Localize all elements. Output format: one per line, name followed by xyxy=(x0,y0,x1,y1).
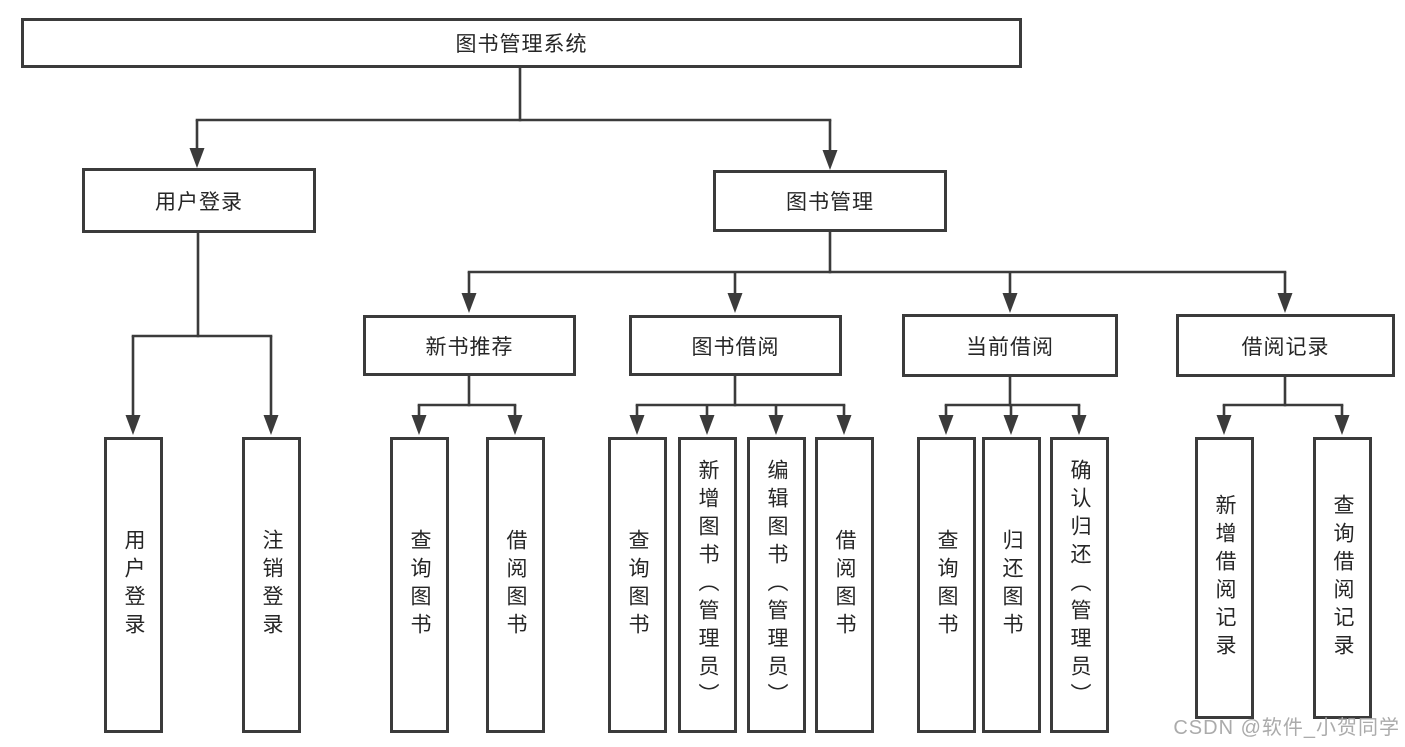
leaf-borrow-query-books-label: 查询图书 xyxy=(626,529,649,641)
leaf-newbook-borrow-books-label: 借阅图书 xyxy=(504,529,527,641)
leaf-borrow-borrow-books: 借阅图书 xyxy=(815,437,874,733)
connector-current-to-leaves xyxy=(938,377,1087,435)
node-borrow-records: 借阅记录 xyxy=(1176,314,1395,377)
leaf-logout-label: 注销登录 xyxy=(260,529,283,641)
leaf-newbook-query-books: 查询图书 xyxy=(390,437,449,733)
leaf-current-query-books-label: 查询图书 xyxy=(935,529,958,641)
leaf-newbook-query-books-label: 查询图书 xyxy=(408,529,431,641)
leaf-borrow-add-books-admin-label: 新增图书（管理员） xyxy=(696,459,719,711)
node-user-login-label: 用户登录 xyxy=(155,190,243,214)
leaf-records-add-record: 新增借阅记录 xyxy=(1195,437,1254,719)
leaf-current-query-books: 查询图书 xyxy=(917,437,976,733)
node-user-login: 用户登录 xyxy=(82,168,316,233)
node-new-book-recommend: 新书推荐 xyxy=(363,315,576,376)
leaf-current-return-books: 归还图书 xyxy=(982,437,1041,733)
leaf-logout: 注销登录 xyxy=(242,437,301,733)
leaf-records-query-record: 查询借阅记录 xyxy=(1313,437,1372,719)
leaf-user-login: 用户登录 xyxy=(104,437,163,733)
node-root-system: 图书管理系统 xyxy=(21,18,1022,68)
connector-root-to-level2 xyxy=(189,68,838,170)
leaf-borrow-borrow-books-label: 借阅图书 xyxy=(833,529,856,641)
leaf-borrow-edit-books-admin: 编辑图书（管理员） xyxy=(747,437,806,733)
connector-newbook-to-leaves xyxy=(411,376,523,435)
leaf-borrow-edit-books-admin-label: 编辑图书（管理员） xyxy=(765,459,788,711)
node-root-label: 图书管理系统 xyxy=(455,33,588,56)
node-borrow-records-label: 借阅记录 xyxy=(1241,335,1330,359)
node-book-management-label: 图书管理 xyxy=(786,191,874,214)
leaf-user-login-label: 用户登录 xyxy=(122,529,145,641)
node-book-borrowing: 图书借阅 xyxy=(629,315,842,376)
node-current-borrowing-label: 当前借阅 xyxy=(966,335,1054,359)
connector-bookmgmt-to-level3 xyxy=(461,232,1293,313)
leaf-borrow-query-books: 查询图书 xyxy=(608,437,667,733)
csdn-watermark: CSDN @软件_小贺同学 xyxy=(1173,717,1400,739)
leaf-records-query-record-label: 查询借阅记录 xyxy=(1331,494,1354,662)
leaf-current-confirm-return-admin: 确认归还（管理员） xyxy=(1050,437,1109,733)
connector-userlogin-to-leaves xyxy=(125,233,279,435)
leaf-records-add-record-label: 新增借阅记录 xyxy=(1213,494,1236,662)
node-book-borrowing-label: 图书借阅 xyxy=(691,335,780,359)
leaf-newbook-borrow-books: 借阅图书 xyxy=(486,437,545,733)
leaf-current-confirm-return-admin-label: 确认归还（管理员） xyxy=(1068,459,1091,711)
connector-records-to-leaves xyxy=(1216,377,1350,435)
node-current-borrowing: 当前借阅 xyxy=(902,314,1118,377)
leaf-borrow-add-books-admin: 新增图书（管理员） xyxy=(678,437,737,733)
leaf-current-return-books-label: 归还图书 xyxy=(1000,529,1023,641)
connector-borrow-to-leaves xyxy=(629,376,852,435)
node-book-management: 图书管理 xyxy=(713,170,947,232)
node-new-book-recommend-label: 新书推荐 xyxy=(425,335,514,359)
